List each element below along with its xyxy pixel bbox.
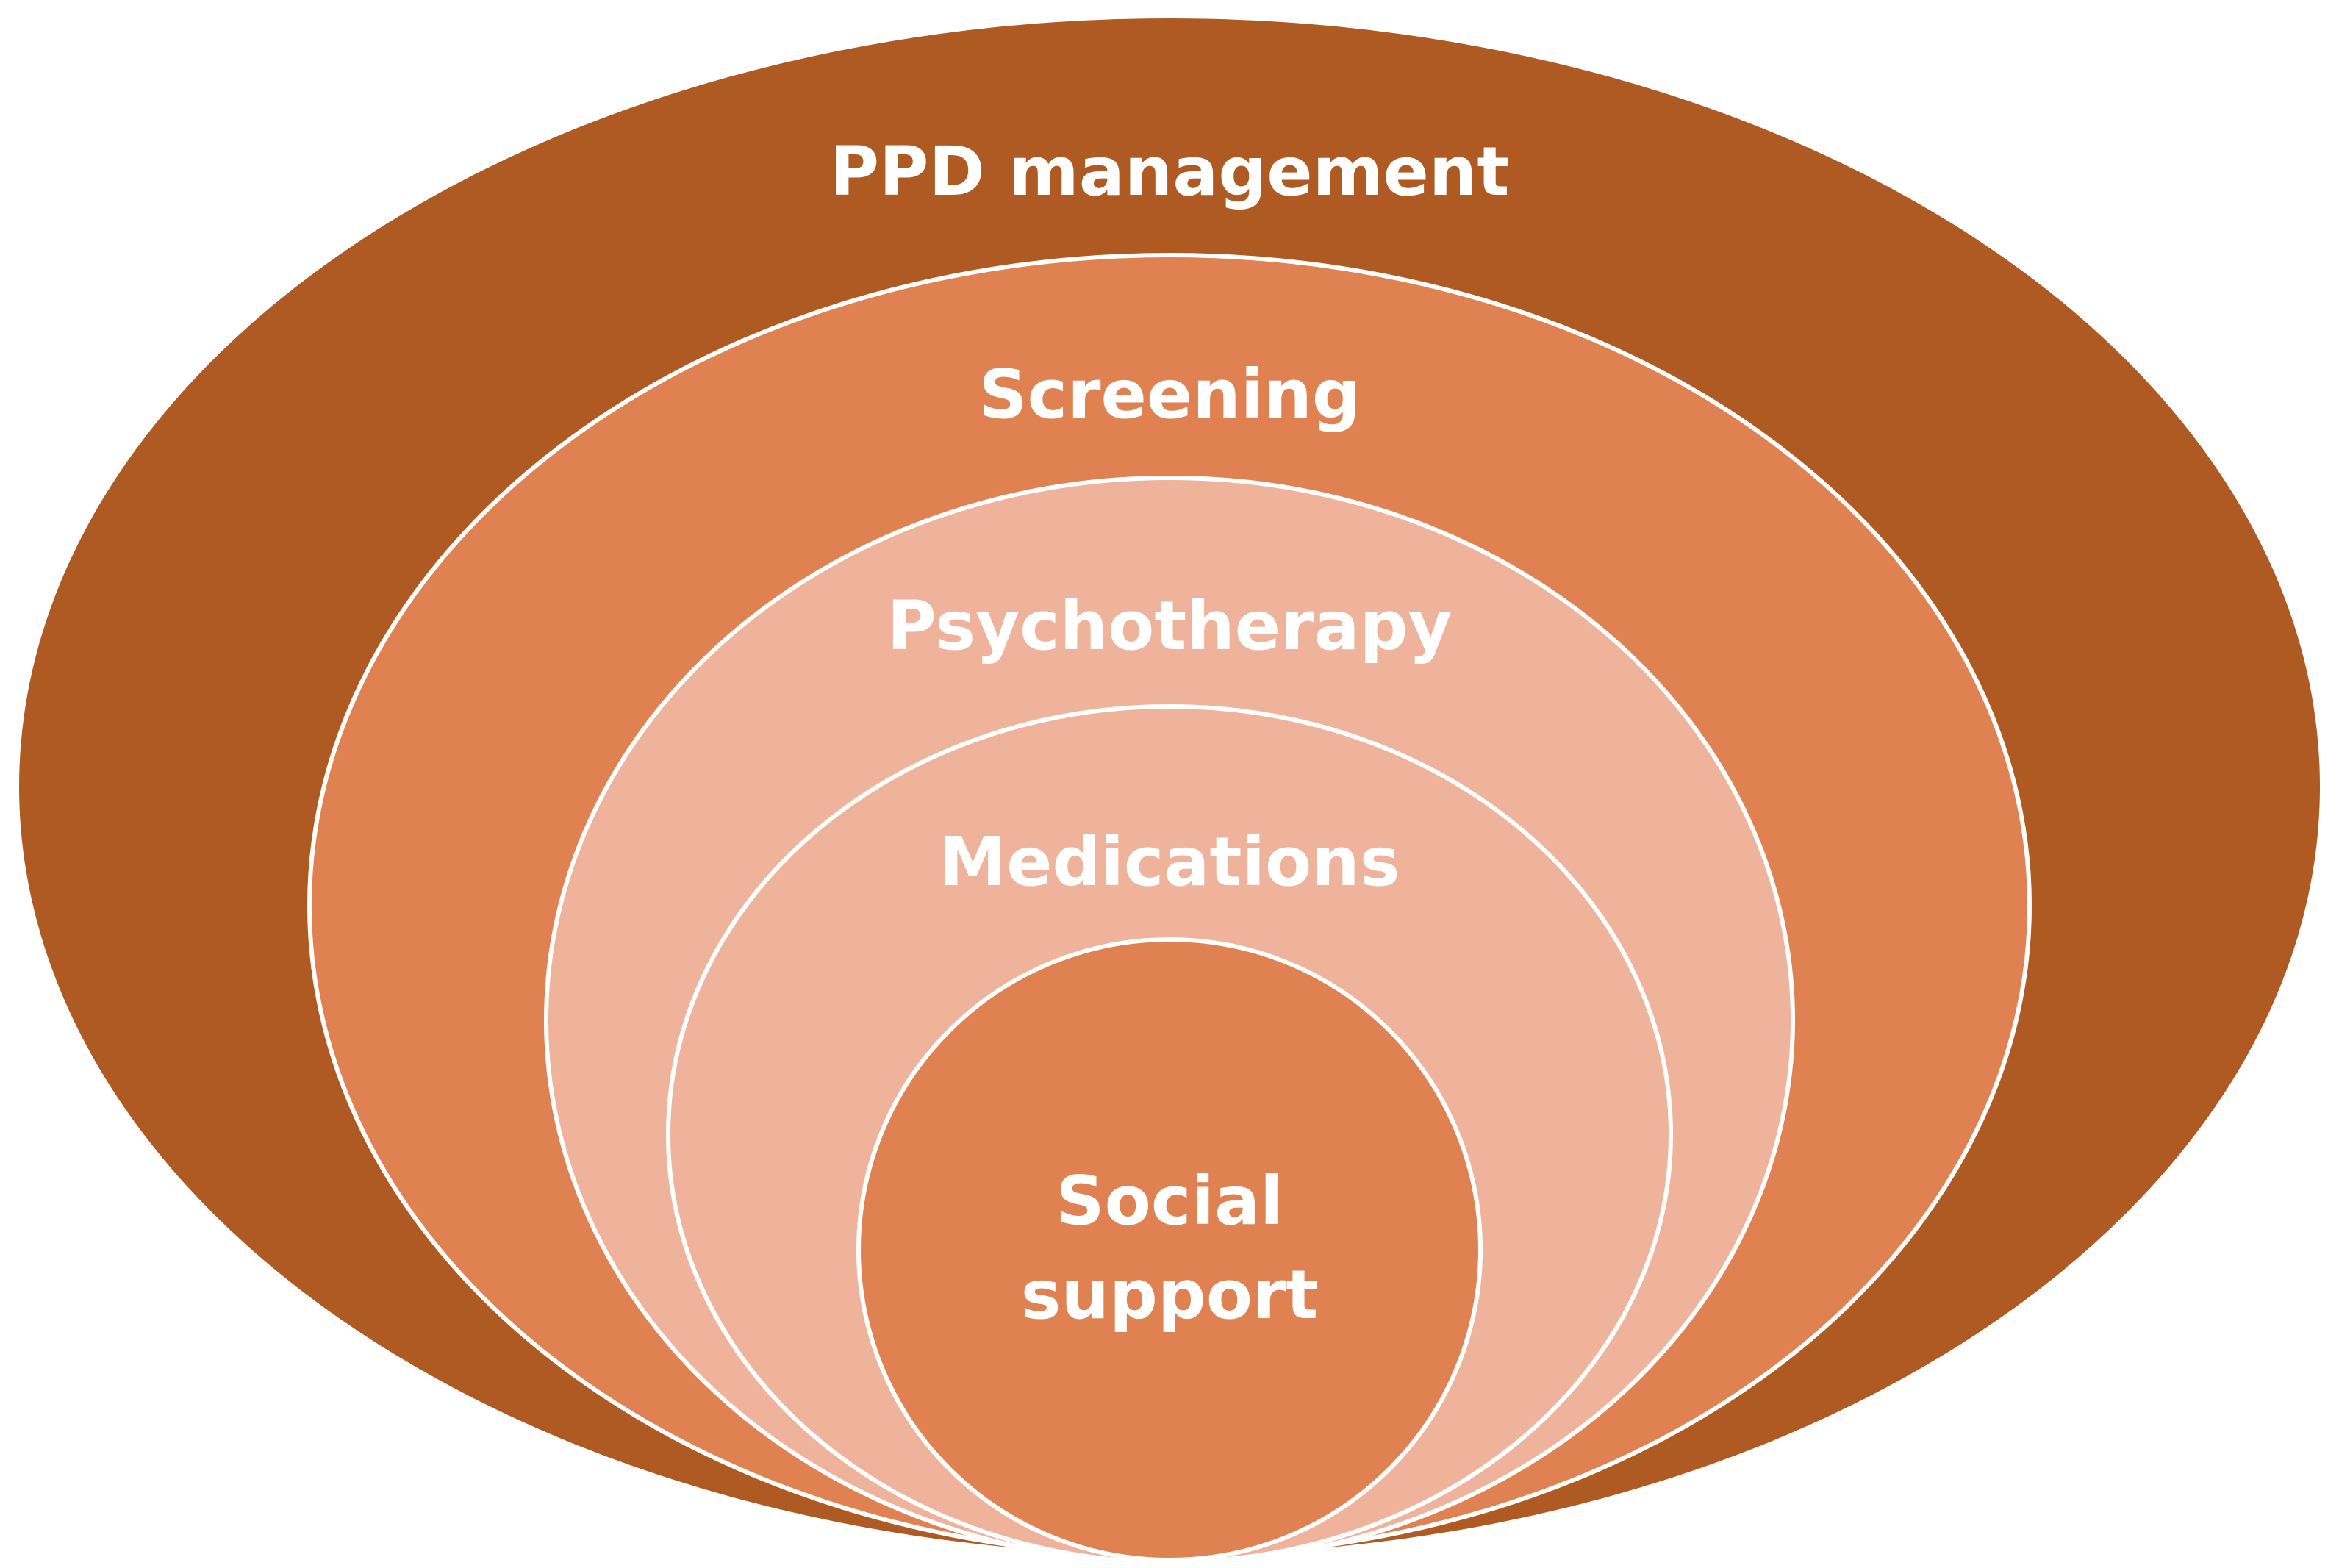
label-ppd-management: PPD management <box>830 132 1510 211</box>
label-psychotherapy: Psychotherapy <box>887 587 1453 665</box>
layer-social-support <box>856 937 1483 1562</box>
label-social: Social <box>1056 1161 1283 1240</box>
label-screening: Screening <box>978 355 1360 434</box>
label-medications: Medications <box>939 823 1400 901</box>
label-support: support <box>1021 1256 1319 1334</box>
